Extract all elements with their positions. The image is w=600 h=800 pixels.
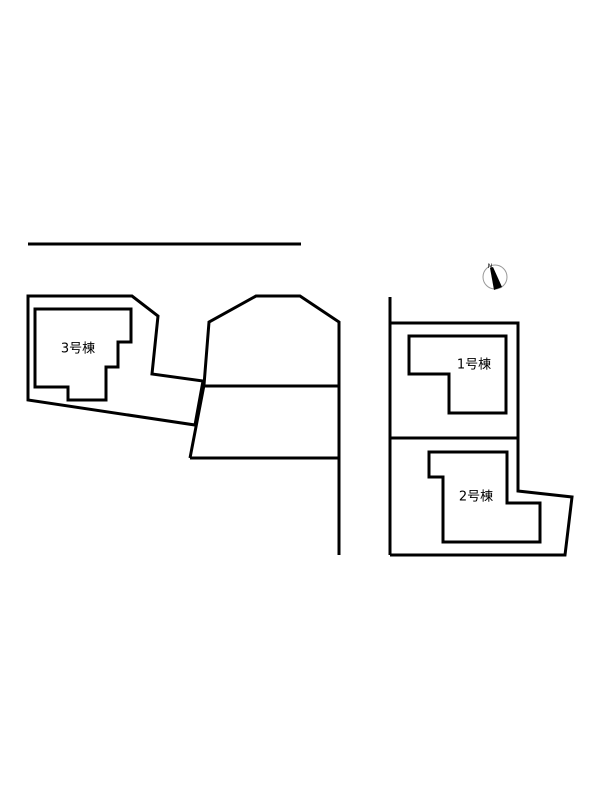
building-1-outline: [407, 334, 508, 415]
building-1-label: 1号棟: [457, 358, 491, 373]
lot-3-boundary: [26, 294, 205, 427]
north-arrow-icon: N: [482, 263, 508, 290]
building-2-outline: [427, 450, 542, 544]
building-2-label: 2号棟: [459, 490, 493, 505]
building-3-label: 3号棟: [61, 342, 95, 357]
compass-label: N: [488, 263, 493, 270]
lot-1-boundary: [390, 321, 574, 557]
building-3-outline: [33, 307, 133, 402]
adjacent-lot-boundary: [188, 294, 341, 555]
